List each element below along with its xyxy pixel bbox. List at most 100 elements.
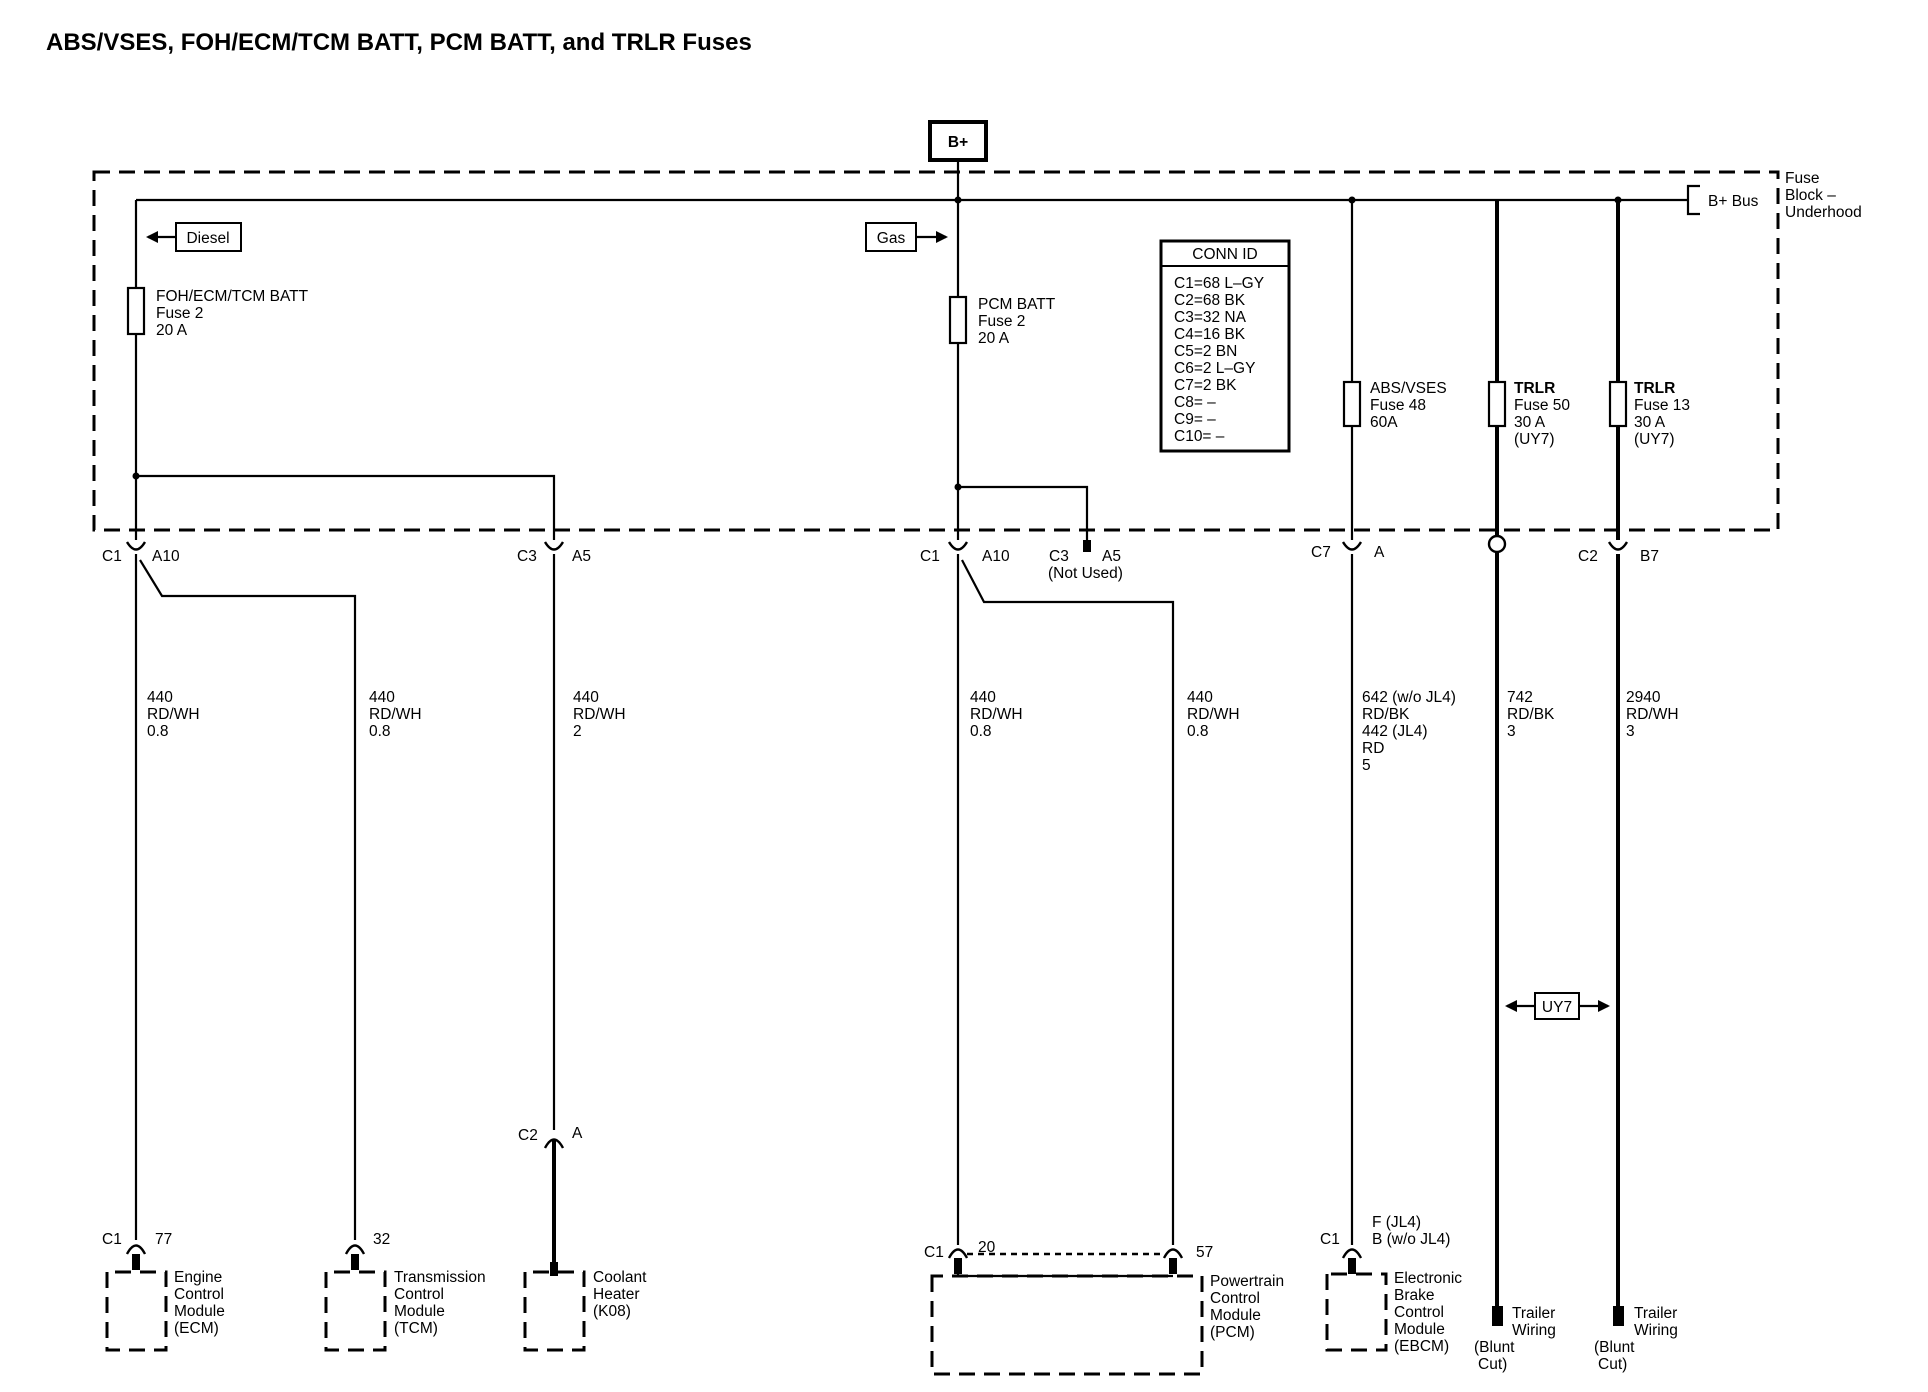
splice-point-trlr-50 — [1487, 534, 1507, 554]
svg-text:ABS/VSES: ABS/VSES — [1370, 380, 1447, 397]
top-connector-c1-a10: C1 A10 — [102, 541, 180, 565]
wire-label-pcm-57: 440 RD/WH 0.8 — [1187, 689, 1240, 740]
svg-text:Wiring: Wiring — [1634, 1322, 1678, 1339]
svg-text:Wiring: Wiring — [1512, 1322, 1556, 1339]
svg-text:3: 3 — [1626, 723, 1635, 740]
svg-text:Control: Control — [1394, 1304, 1444, 1321]
svg-text:Fuse 50: Fuse 50 — [1514, 397, 1570, 414]
b-plus-bus-bracket — [1686, 184, 1700, 216]
power-source-b-plus: B+ — [928, 120, 988, 200]
svg-text:30 A: 30 A — [1634, 414, 1666, 431]
coolant-heater-label: Coolant Heater (K08) — [593, 1269, 647, 1320]
svg-text:RD/WH: RD/WH — [573, 706, 626, 723]
svg-text:C3: C3 — [517, 548, 537, 565]
wire-pcm-57 — [961, 559, 1175, 1245]
svg-text:(UY7): (UY7) — [1634, 431, 1674, 448]
svg-text:77: 77 — [155, 1231, 172, 1248]
svg-text:30 A: 30 A — [1514, 414, 1546, 431]
power-source-label: B+ — [948, 134, 968, 151]
svg-text:Module: Module — [1394, 1321, 1445, 1338]
svg-text:Underhood: Underhood — [1785, 204, 1862, 221]
svg-text:440: 440 — [970, 689, 996, 706]
ebcm-module-label: Electronic Brake Control Module (EBCM) — [1394, 1270, 1462, 1355]
svg-text:5: 5 — [1362, 757, 1371, 774]
svg-text:Trailer: Trailer — [1512, 1305, 1555, 1322]
svg-text:20: 20 — [978, 1239, 996, 1256]
svg-text:20 A: 20 A — [156, 322, 188, 339]
svg-text:2940: 2940 — [1626, 689, 1661, 706]
uy7-option-flag: UY7 — [1505, 992, 1610, 1020]
svg-text:TRLR: TRLR — [1634, 380, 1675, 397]
svg-text:RD: RD — [1362, 740, 1384, 757]
trailer-wiring-blunt-cut-1 — [1492, 1306, 1503, 1326]
svg-text:C1: C1 — [102, 1231, 122, 1248]
svg-text:RD/WH: RD/WH — [1187, 706, 1240, 723]
trailer-wiring-blunt-cut-2 — [1613, 1306, 1624, 1326]
fuse-block-label: Fuse Block – Underhood — [1785, 170, 1862, 221]
svg-text:Powertrain: Powertrain — [1210, 1273, 1284, 1290]
svg-text:Module: Module — [394, 1303, 445, 1320]
top-connector-c3-a5: C3 A5 — [517, 541, 591, 565]
svg-text:UY7: UY7 — [1542, 999, 1572, 1016]
svg-text:C1: C1 — [1320, 1231, 1340, 1248]
svg-text:C2: C2 — [518, 1127, 538, 1144]
svg-text:Module: Module — [1210, 1307, 1261, 1324]
ebcm-module-box — [1325, 1272, 1388, 1352]
bottom-connector-c1-20: C1 20 — [924, 1239, 996, 1274]
svg-text:642 (w/o JL4): 642 (w/o JL4) — [1362, 689, 1456, 706]
svg-text:Cut): Cut) — [1598, 1356, 1627, 1373]
svg-text:RD/BK: RD/BK — [1507, 706, 1555, 723]
svg-text:442 (JL4): 442 (JL4) — [1362, 723, 1427, 740]
diesel-flag: Diesel — [146, 222, 242, 252]
svg-text:(ECM): (ECM) — [174, 1320, 219, 1337]
svg-text:C6=2 L–GY: C6=2 L–GY — [1174, 360, 1255, 377]
svg-text:60A: 60A — [1370, 414, 1398, 431]
svg-text:A10: A10 — [982, 548, 1010, 565]
wire-tcm — [139, 559, 357, 1240]
tcm-module-box — [324, 1270, 387, 1352]
svg-text:(Not Used): (Not Used) — [1048, 565, 1123, 582]
svg-text:0.8: 0.8 — [147, 723, 169, 740]
fuse-pcm-batt-symbol — [948, 295, 968, 345]
svg-text:440: 440 — [1187, 689, 1213, 706]
fuse-trlr-50-symbol — [1487, 380, 1507, 428]
svg-text:Heater: Heater — [593, 1286, 640, 1303]
svg-text:Electronic: Electronic — [1394, 1270, 1462, 1287]
svg-text:(K08): (K08) — [593, 1303, 631, 1320]
top-connector-c2-b7: C2 B7 — [1578, 541, 1659, 565]
bottom-connector-32: 32 — [344, 1231, 390, 1270]
svg-text:Control: Control — [174, 1286, 224, 1303]
svg-text:C1: C1 — [924, 1244, 944, 1261]
svg-text:57: 57 — [1196, 1244, 1213, 1261]
svg-text:Gas: Gas — [877, 230, 906, 247]
svg-text:440: 440 — [573, 689, 599, 706]
conn-id-title: CONN ID — [1192, 246, 1257, 263]
svg-text:C8= –: C8= – — [1174, 394, 1216, 411]
svg-text:RD/WH: RD/WH — [1626, 706, 1679, 723]
wire-label-coolant-heater: 440 RD/WH 2 — [573, 689, 626, 740]
svg-text:C1=68 L–GY: C1=68 L–GY — [1174, 275, 1264, 292]
svg-text:(Blunt: (Blunt — [1594, 1339, 1635, 1356]
fuse-foh-ecm-tcm-batt-symbol — [126, 286, 146, 336]
fuse-abs-vses-label: ABS/VSES Fuse 48 60A — [1370, 380, 1447, 431]
svg-text:Control: Control — [1210, 1290, 1260, 1307]
svg-text:0.8: 0.8 — [970, 723, 992, 740]
top-connector-c1-a10-pcm: C1 A10 — [920, 541, 1010, 565]
svg-text:A: A — [572, 1125, 583, 1142]
svg-text:Transmission: Transmission — [394, 1269, 486, 1286]
b-plus-bus-label: B+ Bus — [1708, 193, 1759, 210]
fuse-trlr-50-label: TRLR Fuse 50 30 A (UY7) — [1514, 380, 1570, 448]
svg-text:F (JL4): F (JL4) — [1372, 1214, 1421, 1231]
svg-text:Cut): Cut) — [1478, 1356, 1507, 1373]
svg-text:Control: Control — [394, 1286, 444, 1303]
svg-text:B (w/o JL4): B (w/o JL4) — [1372, 1231, 1450, 1248]
svg-text:C2: C2 — [1578, 548, 1598, 565]
svg-text:Coolant: Coolant — [593, 1269, 647, 1286]
svg-text:(UY7): (UY7) — [1514, 431, 1554, 448]
trailer-wiring-label-2: Trailer Wiring (Blunt Cut) — [1594, 1305, 1678, 1373]
fuse-trlr-13-label: TRLR Fuse 13 30 A (UY7) — [1634, 380, 1690, 448]
svg-text:Fuse 2: Fuse 2 — [978, 313, 1025, 330]
svg-text:C1: C1 — [920, 548, 940, 565]
svg-text:A5: A5 — [572, 548, 591, 565]
svg-text:Diesel: Diesel — [186, 230, 229, 247]
